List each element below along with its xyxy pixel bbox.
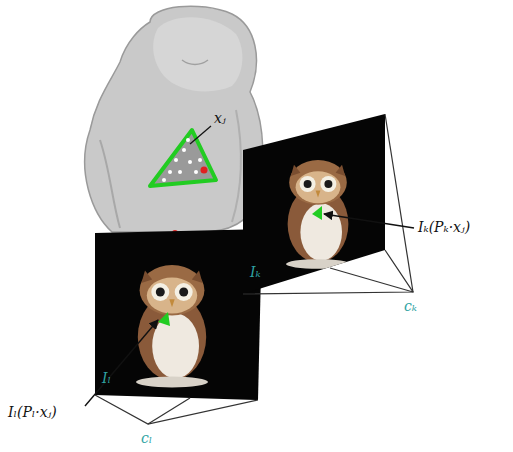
point-label: xⱼ: [214, 110, 226, 126]
mesh-model: [85, 6, 263, 232]
image-label: Iₗ: [102, 370, 111, 386]
camera-label: cₖ: [404, 298, 417, 314]
projection-label: Iₗ(Pₗ·xⱼ): [8, 404, 57, 420]
image-label: Iₖ: [250, 264, 261, 280]
surface-patch: [150, 126, 216, 236]
projection-label: Iₖ(Pₖ·xⱼ): [418, 219, 470, 235]
image-plane: [85, 229, 262, 424]
image-plane: [243, 114, 414, 294]
camera-label: cₗ: [141, 430, 152, 446]
